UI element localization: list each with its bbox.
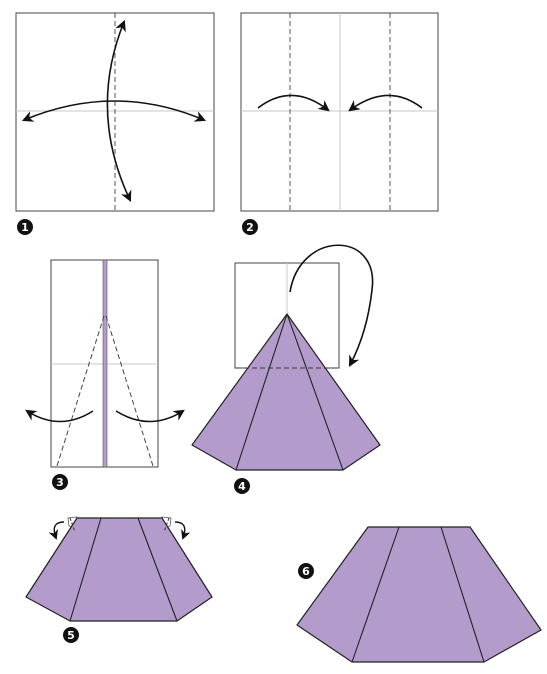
step-3-badge: 3 bbox=[52, 474, 68, 490]
step-4-badge: 4 bbox=[234, 478, 250, 494]
step-2-panel bbox=[240, 12, 439, 212]
step-4-number: 4 bbox=[238, 480, 246, 493]
step-5-badge: 5 bbox=[63, 627, 79, 643]
step-4-fold-down-arrow bbox=[289, 244, 374, 367]
step-5-left-crease bbox=[69, 517, 102, 622]
step-1-vertical-fold-arrow bbox=[106, 19, 132, 203]
step-2-badge: 2 bbox=[242, 219, 258, 235]
step-3-right-diagonal-fold-line bbox=[105, 315, 154, 467]
step-4-panel bbox=[191, 244, 381, 471]
step-3-panel bbox=[25, 259, 185, 468]
step-6-badge: 6 bbox=[298, 563, 314, 579]
step-4-left-crease bbox=[235, 313, 288, 471]
step-6-panel bbox=[296, 526, 542, 663]
step-2-right-fold-arrow bbox=[348, 94, 423, 112]
step-5-panel bbox=[25, 516, 213, 622]
step-6-left-crease bbox=[351, 526, 400, 663]
step-1-number: 1 bbox=[21, 221, 29, 234]
step-5-left-fold-arrow bbox=[48, 521, 65, 540]
step-1-panel bbox=[15, 12, 215, 212]
step-2-number: 2 bbox=[246, 221, 254, 234]
step-5-right-fold-line bbox=[163, 517, 170, 533]
step-5-right-crease bbox=[137, 517, 178, 622]
step-3-left-fold-arrow bbox=[25, 409, 94, 423]
step-6-number: 6 bbox=[302, 565, 310, 578]
step-3-right-fold-arrow bbox=[115, 409, 185, 423]
step-4-purple-shape bbox=[191, 313, 381, 471]
step-6-right-crease bbox=[440, 526, 485, 663]
step-4-right-crease bbox=[286, 313, 344, 471]
step-6-finished-shape bbox=[296, 526, 542, 663]
step-3-left-diagonal-fold-line bbox=[56, 315, 105, 467]
step-5-left-fold-line bbox=[69, 517, 76, 533]
step-1-badge: 1 bbox=[17, 219, 33, 235]
step-5-number: 5 bbox=[67, 629, 75, 642]
step-2-left-fold-arrow bbox=[257, 94, 330, 112]
step-3-center-colored-edge bbox=[102, 259, 108, 468]
step-3-number: 3 bbox=[56, 476, 64, 489]
step-5-right-fold-arrow bbox=[174, 521, 191, 540]
step-1-horizontal-fold-arrow bbox=[21, 100, 207, 122]
